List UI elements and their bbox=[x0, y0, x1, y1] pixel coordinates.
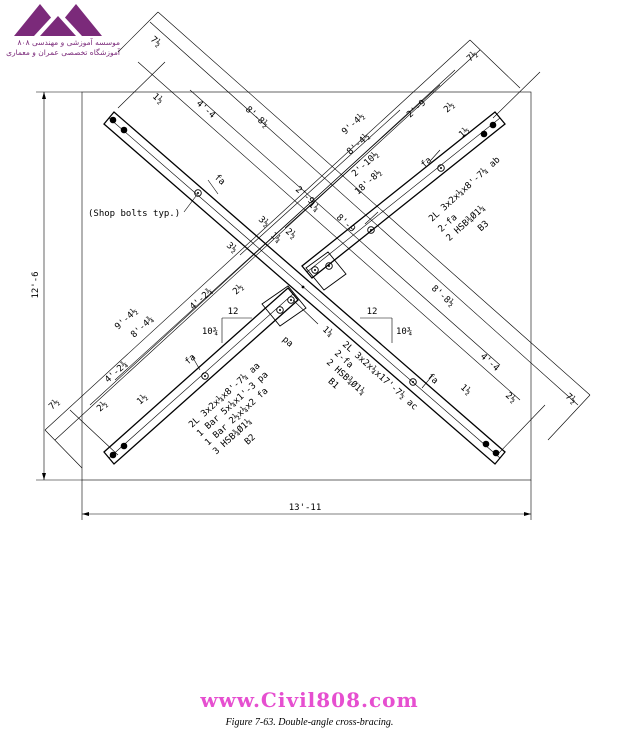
dim-lower-right-44: 4'-4 bbox=[478, 352, 501, 374]
label-fa-1: fa bbox=[212, 173, 227, 188]
member-b3 bbox=[301, 111, 506, 279]
note-b2-line-5: B2 bbox=[243, 433, 258, 448]
slope-triangle-left bbox=[221, 317, 252, 343]
dims-b1-direction: 7½ 1½ 4'-4 8'-8½ fa 8'-8½ 4'-4 fa 1½ 2½ … bbox=[148, 34, 578, 406]
dim-overall-height-label: 12'-6 bbox=[31, 271, 41, 298]
dim-overall-width-label: 13'-11 bbox=[289, 503, 322, 513]
note-b3: 2L 3x2x¼x8'-7¼ ab 2-fa 2 HSB¾Ø1¼ B3 bbox=[427, 155, 502, 243]
dim-upper-left-44: 4'-4 bbox=[194, 99, 217, 121]
label-fa-3: fa bbox=[183, 353, 198, 368]
dim-lower-left-1b: 1½ bbox=[135, 392, 150, 407]
shop-bolts-leader bbox=[183, 195, 197, 213]
dim-upper-right-1a: 1½ bbox=[457, 125, 472, 140]
dim-mid-34b: 3½ bbox=[224, 240, 239, 255]
diagonal-dim-lines bbox=[44, 11, 591, 469]
note-b2: 2L 3x2x¼x8'-7¼ aa 1 Bar 5x¼x1'-3 pa 1 Ba… bbox=[187, 361, 270, 457]
dim-top-left-72: 7½ bbox=[148, 34, 163, 49]
dims-b3-direction: 7½ 9'-4½ 8'-4½ 2'-10½ 2'-9 2½ 1½ 18'-8½ … bbox=[47, 49, 480, 414]
bay-outline bbox=[81, 91, 532, 481]
slope-triangle-right bbox=[360, 317, 393, 343]
dim-bottom-left-72: 7½ bbox=[47, 397, 62, 412]
logo-line-1: موسسه آموزشی و مهندسی ۸۰۸ bbox=[17, 38, 120, 47]
logo-mark-icon bbox=[14, 4, 102, 36]
dim-lower-right-14: 1½ bbox=[458, 382, 473, 397]
end-bolts bbox=[109, 116, 500, 459]
note-shop-bolts: (Shop bolts typ.) bbox=[88, 209, 180, 219]
dim-lower-right-21: 2½ bbox=[503, 390, 518, 405]
note-b1-line-4: B1 bbox=[326, 377, 341, 392]
label-fa-2: fa bbox=[419, 156, 434, 171]
slope-left-run: 12 bbox=[228, 307, 239, 317]
shop-bolts bbox=[194, 164, 445, 386]
logo: موسسه آموزشی و مهندسی ۸۰۸ آموزشگاه تخصصی… bbox=[0, 0, 130, 70]
logo-line-2: آموزشگاه تخصصی عمران و معماری bbox=[6, 48, 120, 57]
slope-left-rise: 10¾ bbox=[202, 327, 218, 337]
dim-upper-left-14: 1½ bbox=[150, 91, 165, 106]
figure-caption: Figure 7-63. Double-angle cross-bracing. bbox=[225, 717, 394, 728]
label-pa: pa bbox=[280, 335, 295, 350]
member-b1 bbox=[103, 111, 506, 465]
dim-upper-right-29: 2'-9 bbox=[405, 98, 428, 120]
slope-right-run: 12 bbox=[367, 307, 378, 317]
fa-leaders bbox=[191, 149, 441, 389]
dim-lower-left-42: 4'-2¾ bbox=[188, 287, 215, 313]
note-b3-line-4: B3 bbox=[476, 219, 491, 234]
dim-center-14: 1¼ bbox=[320, 325, 335, 340]
slope-right-rise: 10¾ bbox=[396, 327, 412, 337]
center-plates bbox=[261, 251, 347, 327]
dim-mid-34: 3½ bbox=[256, 214, 271, 229]
member-b2 bbox=[103, 287, 299, 465]
dim-lower-left-22: 2½ bbox=[231, 282, 246, 297]
note-b1: 2L 3x2x¼x17'-7½ ac 2-fa 2 HSB¾Ø1¼ B1 bbox=[324, 339, 420, 412]
note-b2-line-1: 2L 3x2x¼x8'-7¼ aa bbox=[187, 361, 262, 430]
dim-upper-right-22: 2½ bbox=[442, 100, 457, 115]
watermark: www.Civil808.com bbox=[200, 688, 419, 712]
